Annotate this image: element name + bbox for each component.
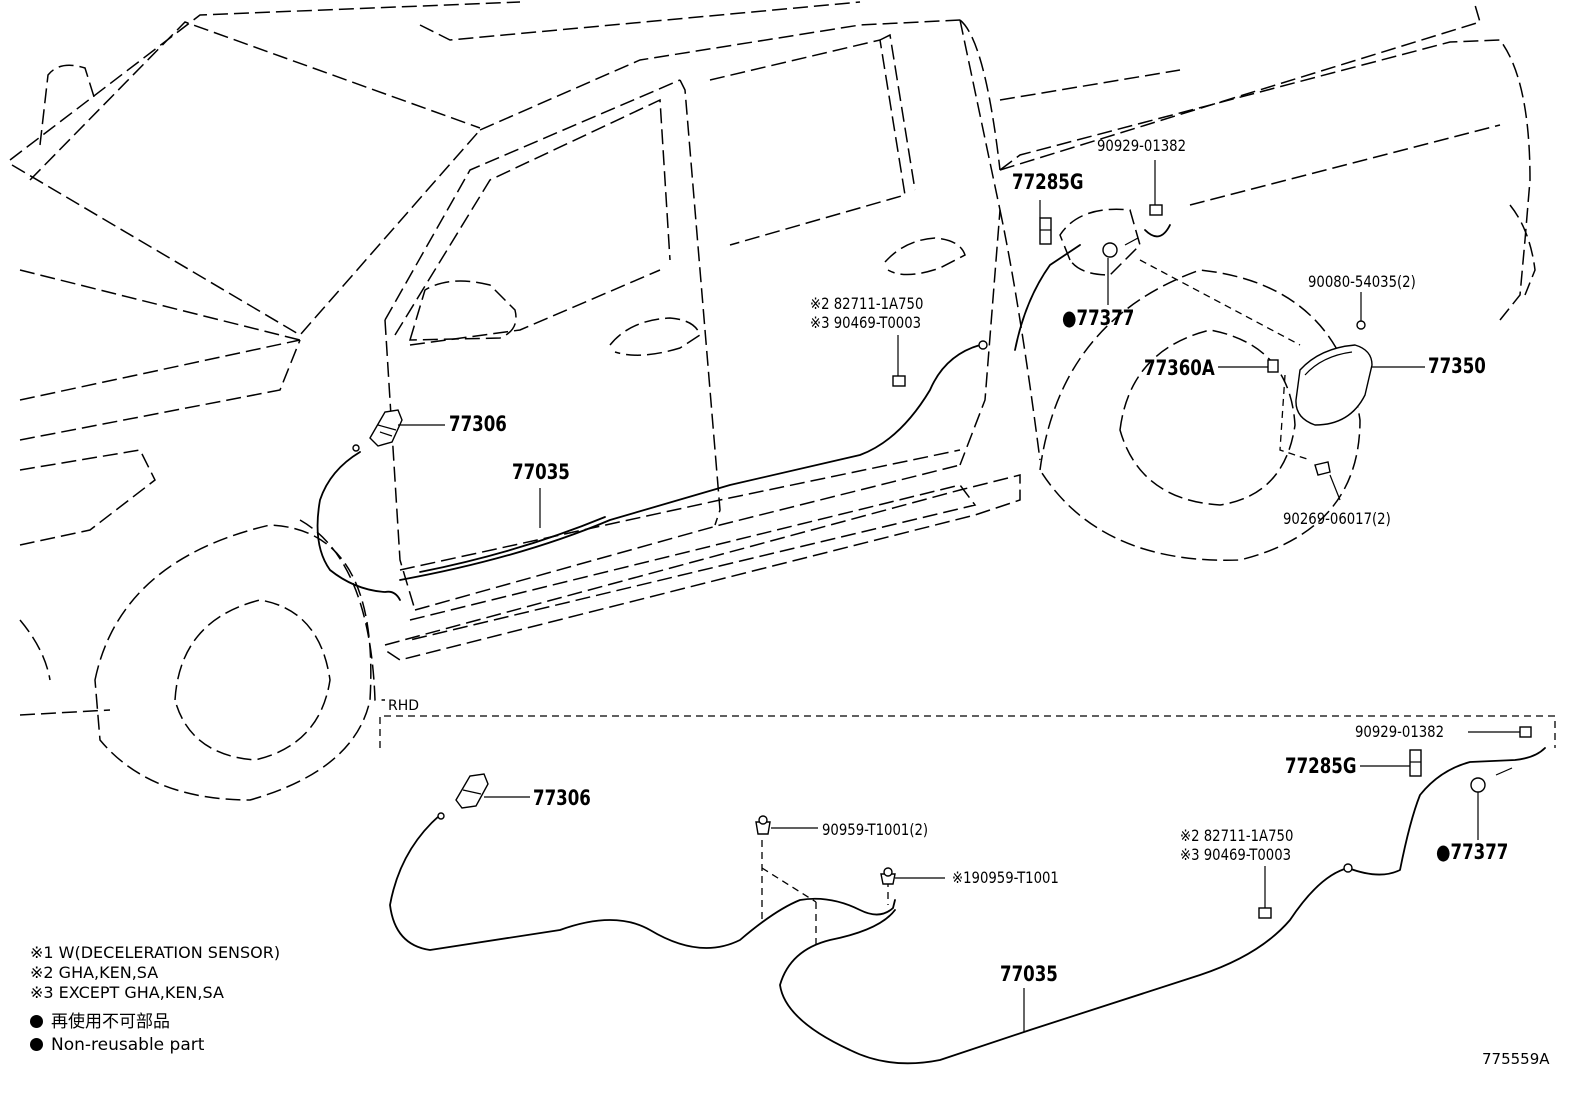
rhd-parts	[437, 726, 1532, 919]
label-82711-1A750-rhd: ※2 82711-1A750	[1180, 826, 1294, 845]
label-77035-rhd: 77035	[1000, 962, 1058, 986]
label-90929-01382-top: 90929-01382	[1097, 136, 1187, 155]
opener-lever-icon	[369, 409, 403, 447]
figure-id: 775559A	[1482, 1050, 1550, 1068]
leader-lines	[398, 160, 1520, 1032]
label-90469-T0003-rhd: ※3 90469-T0003	[1180, 845, 1292, 864]
note-2: ※2 GHA,KEN,SA	[30, 963, 159, 982]
label-77377-top: ●77377	[1062, 306, 1135, 330]
label-90959-T1001-note1: ※190959-T1001	[952, 868, 1059, 887]
legend-japanese: 再使用不可部品	[30, 1011, 170, 1033]
nonreusable-dot-icon	[30, 1038, 43, 1051]
vehicle-outline	[9, 1, 1556, 801]
clip-icon	[1039, 217, 1052, 245]
note-1: ※1 W(DECELERATION SENSOR)	[30, 943, 281, 962]
label-77360A-top: 77360A	[1144, 356, 1215, 380]
label-77285G-top: 77285G	[1012, 170, 1084, 194]
lock-assy-icon	[1102, 242, 1118, 258]
label-77350-top: 77350	[1428, 354, 1486, 378]
section-tag-rhd: RHD	[388, 698, 420, 714]
rhd-cable	[389, 747, 1546, 1065]
label-77377-rhd: ●77377	[1436, 840, 1509, 864]
nonreusable-mark: ●	[1062, 306, 1077, 330]
label-82711-1A750-top: ※2 82711-1A750	[810, 294, 924, 313]
label-90929-01382-rhd: 90929-01382	[1355, 722, 1445, 741]
label-90269-06017-top: 90269-06017(2)	[1283, 509, 1391, 528]
label-90080-54035-top: 90080-54035(2)	[1308, 272, 1416, 291]
label-77306-top: 77306	[449, 412, 507, 436]
label-90469-T0003-top: ※3 90469-T0003	[810, 313, 922, 332]
fuel-lid-icon	[1295, 344, 1373, 426]
note-3: ※3 EXCEPT GHA,KEN,SA	[30, 983, 224, 1002]
legend-english: Non-reusable part	[30, 1034, 204, 1056]
label-90959-T1001-2: 90959-T1001(2)	[822, 820, 929, 839]
label-77285G-rhd: 77285G	[1285, 754, 1357, 778]
label-77306-rhd: 77306	[533, 786, 591, 810]
nonreusable-dot-icon	[30, 1015, 43, 1028]
top-parts	[352, 204, 1373, 476]
label-77035-top: 77035	[512, 460, 570, 484]
top-cable	[316, 224, 1171, 601]
